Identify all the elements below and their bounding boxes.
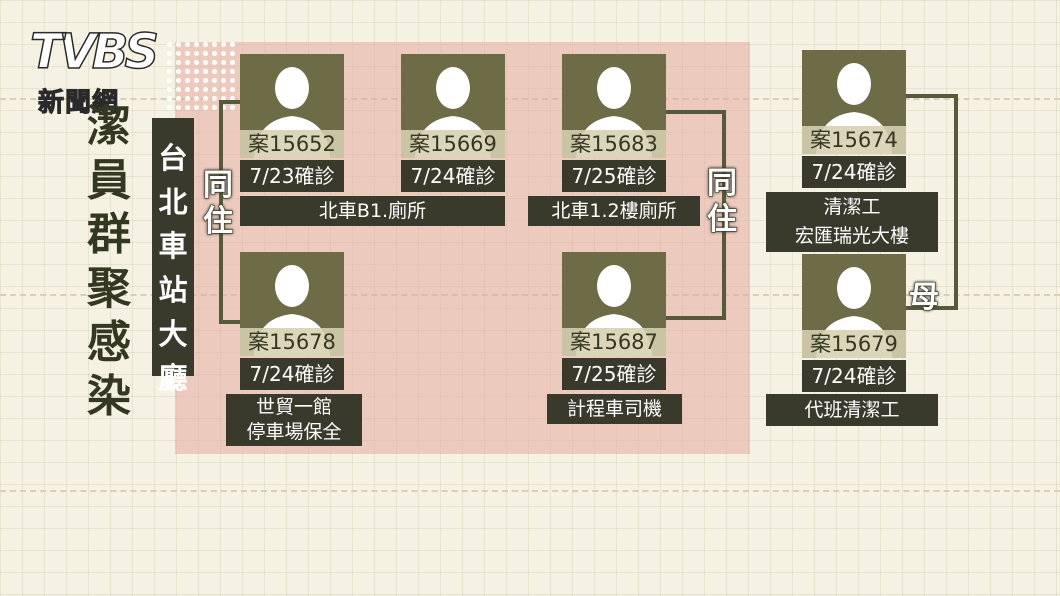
location-1-2f-restroom: 北車1.2樓廁所 — [528, 196, 700, 226]
case-id: 案15678 — [240, 328, 344, 356]
mother-connector — [904, 94, 958, 310]
location-wtc-line2: 停車場保全 — [246, 421, 342, 443]
location-cleaner-line1: 清潔工 — [823, 196, 881, 218]
diagnosis-date: 7/23確診 — [240, 160, 344, 192]
mother-label: 母 — [908, 279, 939, 315]
avatar-case-15678: 案15678 — [240, 252, 344, 356]
diagnosis-date: 7/25確診 — [562, 358, 666, 390]
location-cleaner-line2: 宏匯瑞光大樓 — [794, 225, 909, 247]
location-cleaner: 清潔工 宏匯瑞光大樓 — [766, 192, 938, 252]
location-wtc-guard: 世貿一館 停車場保全 — [226, 394, 362, 446]
grid-dash-line-3 — [0, 490, 1060, 492]
diagnosis-date: 7/24確診 — [240, 358, 344, 390]
cluster-title: 潔員群聚感染 — [87, 101, 131, 422]
location-b1-restroom: 北車B1.廁所 — [240, 196, 505, 226]
cohabit-connector-left — [219, 100, 245, 324]
case-id: 案15679 — [802, 330, 906, 358]
case-id: 案15669 — [401, 130, 505, 158]
diagnosis-date: 7/24確診 — [802, 360, 906, 392]
cohabit-label-left: 同住 — [202, 167, 233, 239]
avatar-case-15652: 案15652 — [240, 54, 344, 158]
station-label: 台北車站大廳 — [152, 118, 194, 395]
case-id: 案15683 — [562, 130, 666, 158]
tvbs-logo: TVBS 新聞網 — [29, 22, 235, 122]
case-id: 案15674 — [802, 126, 906, 154]
location-substitute-cleaner: 代班清潔工 — [766, 394, 938, 426]
location-taxi-driver: 計程車司機 — [547, 394, 682, 424]
location-wtc-line1: 世貿一館 — [255, 396, 332, 418]
diagnosis-date: 7/24確診 — [802, 156, 906, 188]
avatar-case-15683: 案15683 — [562, 54, 666, 158]
case-id: 案15652 — [240, 130, 344, 158]
avatar-case-15669: 案15669 — [401, 54, 505, 158]
avatar-case-15679: 案15679 — [802, 254, 906, 358]
cohabit-connector-right — [666, 110, 726, 320]
logo-dots — [165, 40, 235, 110]
avatar-case-15674: 案15674 — [802, 50, 906, 154]
avatar-case-15687: 案15687 — [562, 252, 666, 356]
logo-sub: 新聞網 — [37, 88, 120, 119]
diagnosis-date: 7/25確診 — [562, 160, 666, 192]
cohabit-label-right: 同住 — [706, 165, 737, 237]
case-id: 案15687 — [562, 328, 666, 356]
diagnosis-date: 7/24確診 — [401, 160, 505, 192]
logo-mark: TVBS — [29, 23, 160, 81]
